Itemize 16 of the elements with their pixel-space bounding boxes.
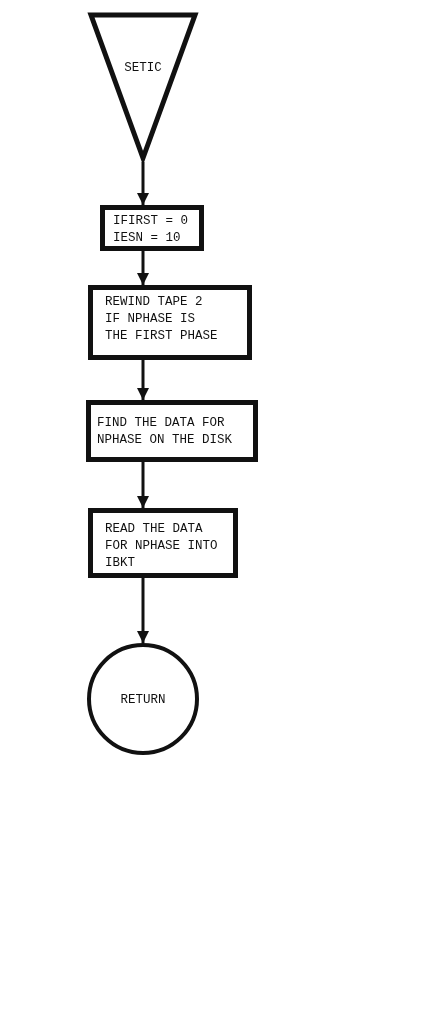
- process-text: IFIRST = 0 IESN = 10: [113, 213, 189, 247]
- arrow: [137, 251, 149, 285]
- arrow: [137, 578, 149, 643]
- process-box: [88, 285, 252, 360]
- terminal-label: RETURN: [119, 692, 167, 709]
- start-triangle: [88, 12, 198, 162]
- arrow: [137, 162, 149, 205]
- arrow: [137, 360, 149, 400]
- process-box: [86, 400, 258, 462]
- process-box: [100, 205, 204, 251]
- terminal-label: SETIC: [123, 60, 163, 77]
- process-text: REWIND TAPE 2 IF NPHASE IS THE FIRST PHASE: [105, 294, 219, 345]
- process-text: READ THE DATA FOR NPHASE INTO IBKT: [105, 521, 219, 572]
- process-text: FIND THE DATA FOR NPHASE ON THE DISK: [97, 415, 234, 449]
- process-box: [88, 508, 238, 578]
- arrow: [137, 462, 149, 508]
